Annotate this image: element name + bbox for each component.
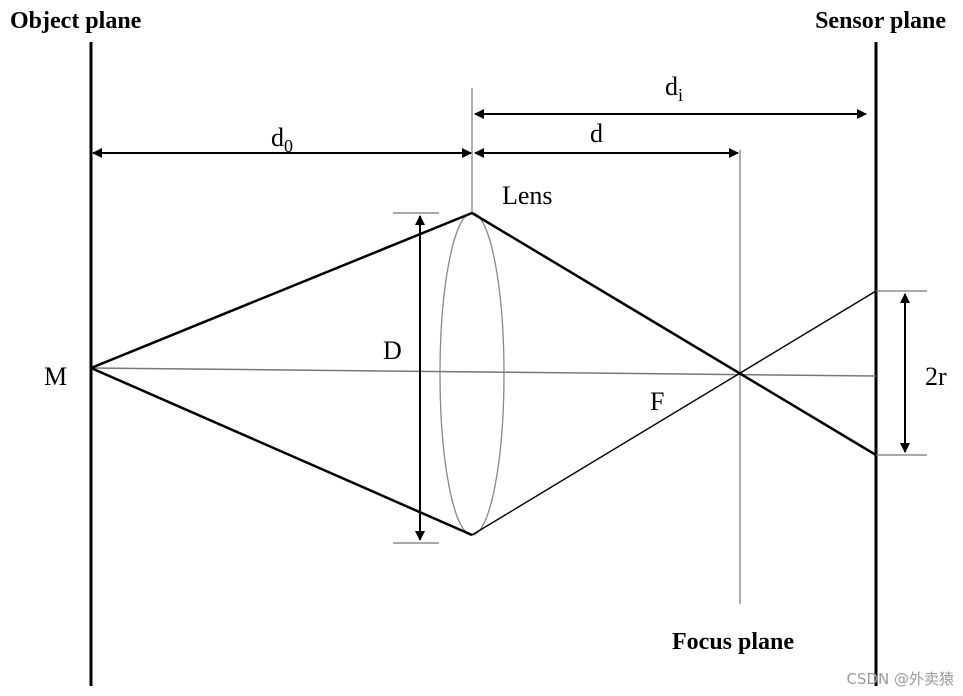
d-label: d [590, 119, 603, 148]
optical-axis [90, 367, 877, 377]
di-label: di [665, 72, 683, 105]
d0-label: d0 [271, 123, 293, 156]
ray-lens-top-to-sensor [471, 211, 877, 457]
focus-plane-label: Focus plane [672, 629, 794, 655]
di-main: d [665, 72, 678, 101]
di-subscript: i [678, 85, 683, 105]
object-plane-label: Object plane [10, 8, 142, 34]
ray-m-to-lens-top [90, 211, 473, 370]
ray-m-to-lens-bottom [90, 366, 473, 537]
aperture-label: D [383, 336, 402, 365]
d0-main: d [271, 123, 284, 152]
ray-lens-bottom-to-sensor [471, 290, 877, 536]
lens-label: Lens [502, 181, 553, 210]
point-m-label: M [44, 362, 67, 391]
blur-diameter-label: 2r [925, 362, 947, 391]
focal-point-label: F [650, 387, 664, 416]
watermark: CSDN @外卖猿 [846, 670, 954, 688]
sensor-plane-label: Sensor plane [815, 8, 946, 34]
lens-shape [439, 212, 505, 536]
d0-subscript: 0 [284, 136, 293, 156]
